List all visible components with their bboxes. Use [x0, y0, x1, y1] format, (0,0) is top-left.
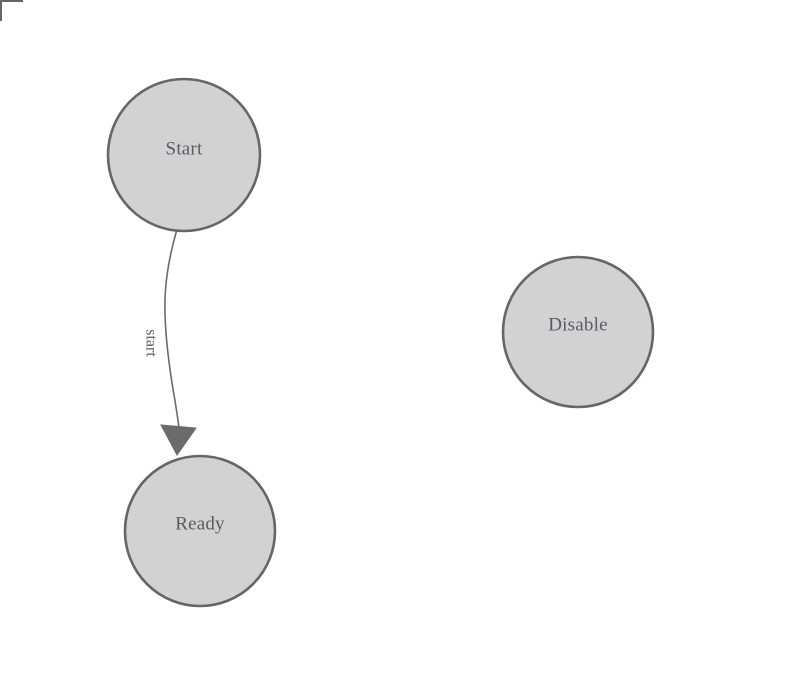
- node-start-label: Start: [166, 138, 203, 159]
- arrowhead-icon: [160, 424, 197, 456]
- edge-path: [164, 230, 181, 438]
- node-ready-circle[interactable]: [123, 454, 277, 608]
- edge-start-to-ready[interactable]: start: [142, 230, 197, 456]
- node-start-circle[interactable]: [106, 77, 262, 233]
- node-disable-label: Disable: [548, 314, 607, 335]
- node-ready-label: Ready: [175, 513, 225, 534]
- canvas-corner-marker: [0, 0, 23, 21]
- node-ready[interactable]: Ready: [123, 454, 277, 608]
- node-disable[interactable]: Disable: [501, 255, 655, 409]
- node-start[interactable]: Start: [106, 77, 262, 233]
- node-disable-circle[interactable]: [501, 255, 655, 409]
- edge-label-start: start: [142, 329, 159, 357]
